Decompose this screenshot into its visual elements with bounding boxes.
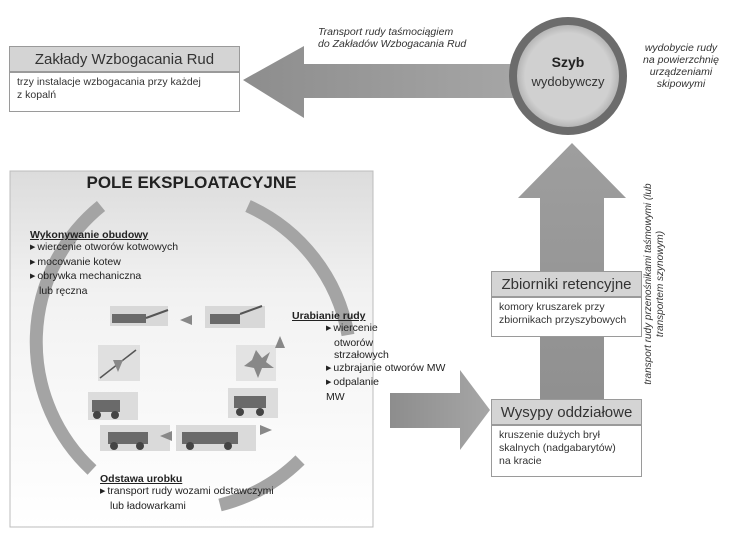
mining-title: Urabianie rudy xyxy=(292,310,366,322)
field-to-islands-arrow xyxy=(390,370,490,450)
lining-item-1: wiercenie otworów kotwowych xyxy=(30,241,210,256)
lining-item-2: mocowanie kotew xyxy=(30,256,210,271)
top-arrow-label: Transport rudy taśmociągiem do Zakładów … xyxy=(318,26,528,50)
mining-item-1: wiercenie otworów xyxy=(292,322,392,349)
zwr-body-line2: z kopalń xyxy=(17,89,57,101)
haulage-item-extra: lub ładowarkami xyxy=(110,499,186,512)
side-label-line1: transport rudy przenośnikami taśmowymi (… xyxy=(643,183,654,385)
retention-body-line1: komory kruszarek przy xyxy=(499,301,605,313)
zwr-body-line1: trzy instalacje wzbogacania przy każdej xyxy=(17,76,201,88)
mining-section: Urabianie rudy wiercenie otworów strzało… xyxy=(292,310,445,403)
mining-machines-illustration xyxy=(88,305,285,451)
islands-body: kruszenie dużych brył skalnych (nadgabar… xyxy=(491,425,642,477)
haulage-section: Odstawa urobku transport rudy wozami ods… xyxy=(100,473,310,512)
shaft-title: Szyb xyxy=(551,54,585,70)
shaft-note-line2: na powierzchnię xyxy=(643,54,719,66)
top-arrow-label-line1: Transport rudy taśmociągiem xyxy=(318,26,454,38)
field-title: POLE EKSPLOATACYJNE xyxy=(86,173,297,192)
retention-title: Zbiorniki retencyjne xyxy=(491,271,642,297)
haulage-title: Odstawa urobku xyxy=(100,473,183,485)
shaft-note-line4: skipowymi xyxy=(656,78,706,90)
shaft-subtitle: wydobywczy xyxy=(531,74,605,89)
shaft-note-line3: urządzeniami xyxy=(649,66,713,78)
top-arrow-label-line2: do Zakładów Wzbogacania Rud xyxy=(318,38,467,50)
islands-title: Wysypy oddziałowe xyxy=(491,399,642,425)
side-label-line2: transportem szynowym) xyxy=(655,230,666,338)
lining-section: Wykonywanie obudowy wiercenie otworów ko… xyxy=(30,229,210,297)
cycle-ring xyxy=(29,200,106,475)
haulage-item: transport rudy wozami odstawczymi xyxy=(100,485,310,500)
retention-body-line2: zbiornikach przyszybowych xyxy=(499,314,627,326)
zwr-body: trzy instalacje wzbogacania przy każdej … xyxy=(9,72,240,112)
lining-item-3: obrywka mechaniczna xyxy=(30,270,210,285)
mining-item-3: odpalanie MW xyxy=(292,376,392,403)
mining-item-1-cont: strzałowych xyxy=(334,349,389,361)
shaft-note: wydobycie rudy na powierzchnię urządzeni… xyxy=(636,42,726,90)
retention-body: komory kruszarek przy zbiornikach przysz… xyxy=(491,297,642,337)
mining-item-2: uzbrajanie otworów MW xyxy=(292,362,445,377)
shaft-circle xyxy=(509,17,627,135)
islands-body-line3: na kracie xyxy=(499,455,542,467)
top-arrow xyxy=(243,46,520,118)
side-label: transport rudy przenośnikami taśmowymi (… xyxy=(643,134,667,434)
zwr-title: Zakłady Wzbogacania Rud xyxy=(9,46,240,72)
lining-title: Wykonywanie obudowy xyxy=(30,229,149,241)
islands-body-line1: kruszenie dużych brył xyxy=(499,429,600,441)
lining-item-3-extra: lub ręczna xyxy=(39,284,88,297)
shaft-note-line1: wydobycie rudy xyxy=(644,42,718,54)
islands-body-line2: skalnych (nadgabarytów) xyxy=(499,442,616,454)
